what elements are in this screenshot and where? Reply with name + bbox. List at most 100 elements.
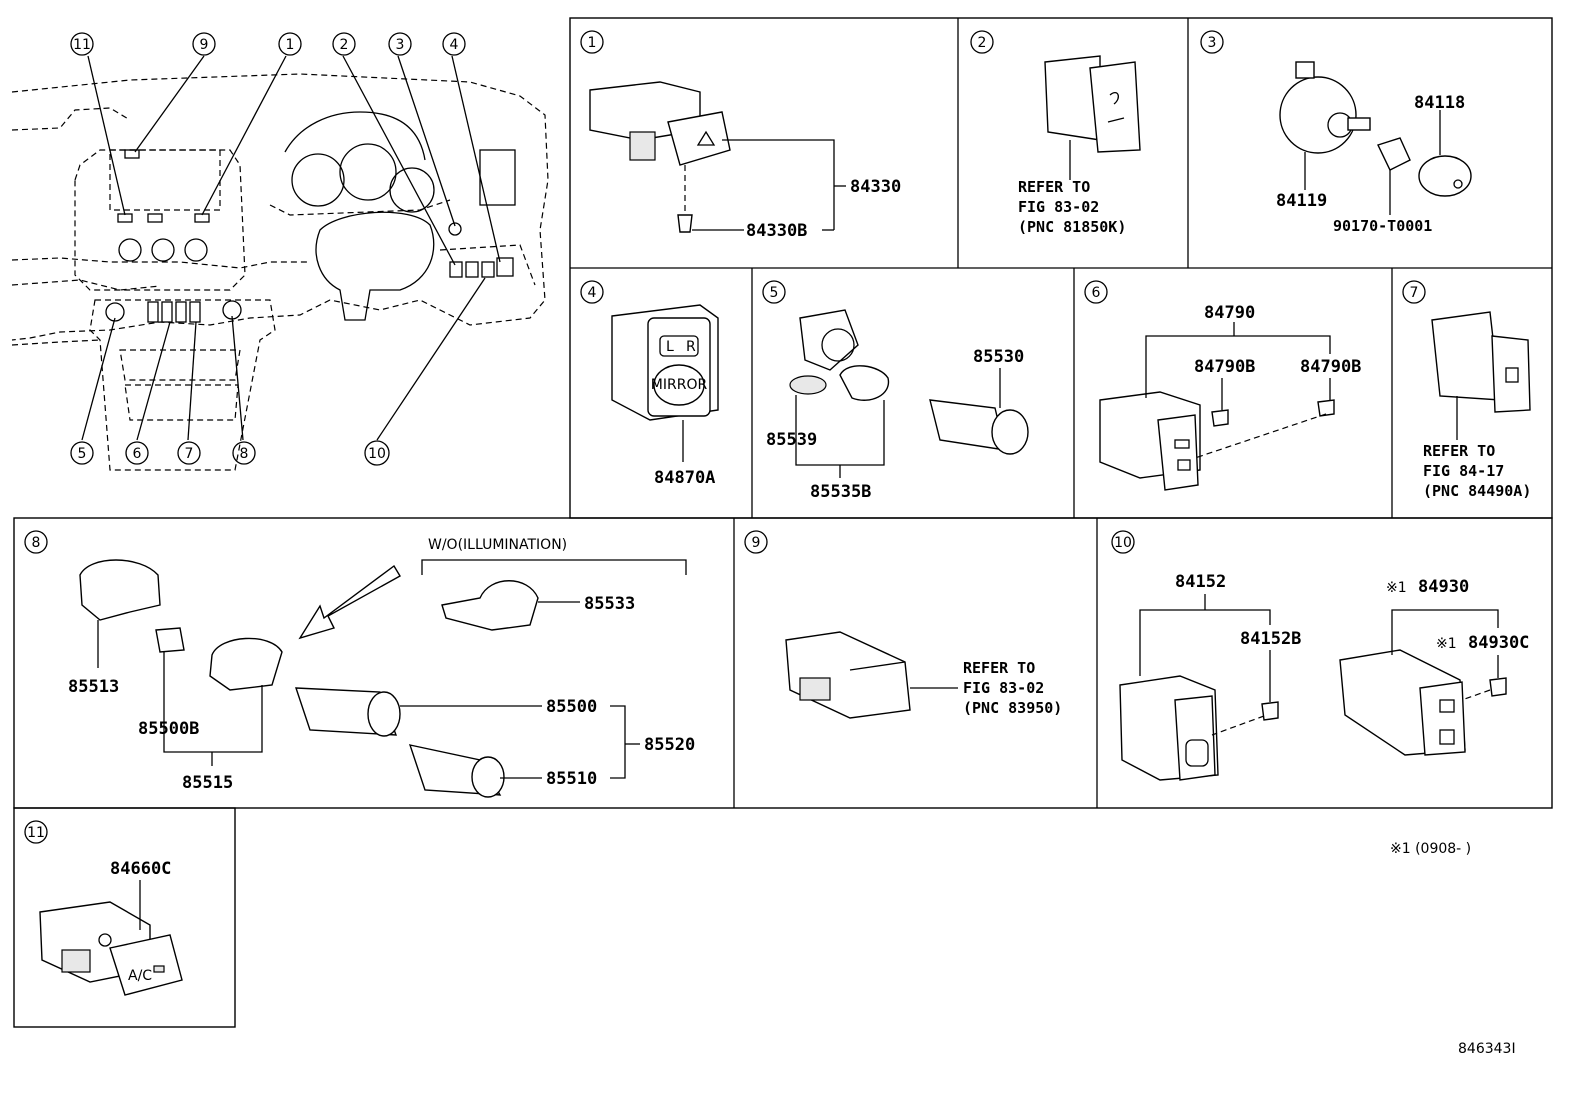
callout-4: 4 bbox=[442, 32, 466, 56]
callout-7: 7 bbox=[177, 441, 201, 465]
svg-text:REFER TO: REFER TO bbox=[1018, 178, 1090, 196]
part-84790b-b: 84790B bbox=[1300, 357, 1361, 377]
svg-text:1: 1 bbox=[286, 37, 295, 53]
direction-arrow bbox=[298, 564, 401, 640]
part-84870a: 84870A bbox=[654, 468, 715, 488]
panel-1: 1 84330 84330B bbox=[580, 30, 901, 241]
part-84152b: 84152B bbox=[1240, 629, 1301, 649]
switch-84152 bbox=[1119, 675, 1219, 781]
ac-switch: A/C bbox=[39, 901, 183, 996]
part-90170-t0001: 90170-T0001 bbox=[1333, 217, 1432, 235]
ring-85533 bbox=[441, 580, 539, 631]
svg-text:8: 8 bbox=[240, 446, 249, 462]
ring-85513 bbox=[79, 559, 161, 621]
part-84660c: 84660C bbox=[110, 859, 171, 879]
part-84330: 84330 bbox=[850, 177, 901, 197]
svg-text:L: L bbox=[666, 339, 674, 355]
callout-8: 8 bbox=[232, 441, 256, 465]
bulb-84790b-1 bbox=[1211, 409, 1229, 427]
variant-note: W/O(ILLUMINATION) bbox=[428, 537, 567, 553]
panel-5: 5 85530 85539 85535B bbox=[762, 280, 1029, 502]
svg-text:FIG 83-02: FIG 83-02 bbox=[1018, 198, 1099, 216]
part-84930: 84930 bbox=[1418, 577, 1469, 597]
switch-refer-84490a bbox=[1431, 311, 1531, 413]
svg-text:7: 7 bbox=[185, 446, 194, 462]
part-84152: 84152 bbox=[1175, 572, 1226, 592]
panel-10: 10 84152 84152B ※1 84930 ※1 84930C bbox=[1111, 530, 1529, 781]
part-85500b: 85500B bbox=[138, 719, 199, 739]
footnote: ※1 (0908- ) bbox=[1390, 841, 1471, 857]
svg-text:4: 4 bbox=[450, 37, 459, 53]
callout-6: 6 bbox=[125, 441, 149, 465]
part-85513: 85513 bbox=[68, 677, 119, 697]
svg-text:R: R bbox=[686, 339, 696, 355]
panel-borders bbox=[13, 17, 1553, 1028]
part-85515: 85515 bbox=[182, 773, 233, 793]
svg-text:FIG 83-02: FIG 83-02 bbox=[963, 679, 1044, 697]
svg-text:MIRROR: MIRROR bbox=[651, 377, 708, 393]
svg-text:(PNC 81850K): (PNC 81850K) bbox=[1018, 218, 1126, 236]
panel-7: 7 REFER TO FIG 84-17 (PNC 84490A) bbox=[1402, 280, 1531, 500]
panel-4: 4 L R MIRROR 84870A bbox=[580, 280, 719, 488]
svg-text:9: 9 bbox=[752, 535, 761, 551]
svg-text:FIG 84-17: FIG 84-17 bbox=[1423, 462, 1504, 480]
svg-text:11: 11 bbox=[73, 37, 91, 53]
svg-text:REFER TO: REFER TO bbox=[963, 659, 1035, 677]
part-85530: 85530 bbox=[973, 347, 1024, 367]
svg-text:3: 3 bbox=[396, 37, 405, 53]
callout-5: 5 bbox=[70, 441, 94, 465]
svg-text:※1: ※1 bbox=[1386, 580, 1407, 596]
bulb-84930c bbox=[1489, 677, 1507, 697]
svg-text:1: 1 bbox=[588, 35, 597, 51]
bulb-84330b bbox=[677, 214, 693, 233]
part-84118: 84118 bbox=[1414, 93, 1465, 113]
svg-text:8: 8 bbox=[32, 535, 41, 551]
part-84790b-a: 84790B bbox=[1194, 357, 1255, 377]
bulb-85500b bbox=[155, 627, 185, 653]
part-84930c: 84930C bbox=[1468, 633, 1529, 653]
switch-refer-83950 bbox=[785, 631, 911, 719]
bulb-84790b-2 bbox=[1317, 399, 1335, 417]
figure-id: 846343I bbox=[1458, 1041, 1516, 1057]
callout-1: 1 bbox=[278, 32, 302, 56]
svg-text:6: 6 bbox=[1092, 285, 1101, 301]
knob-84118 bbox=[1418, 155, 1472, 197]
callout-11: 11 bbox=[70, 32, 94, 56]
callout-9: 9 bbox=[192, 32, 216, 56]
part-85520: 85510 bbox=[546, 769, 597, 789]
svg-text:5: 5 bbox=[78, 446, 87, 462]
svg-text:2: 2 bbox=[978, 35, 987, 51]
nut-90170 bbox=[1377, 137, 1411, 171]
svg-text:10: 10 bbox=[1114, 535, 1132, 551]
part-85539: 85539 bbox=[766, 430, 817, 450]
svg-text:A/C: A/C bbox=[128, 968, 152, 984]
switch-refer-81850k bbox=[1044, 55, 1141, 153]
svg-text:6: 6 bbox=[133, 446, 142, 462]
hazard-switch bbox=[589, 81, 731, 166]
part-85510: 85500 bbox=[546, 697, 597, 717]
part-84790: 84790 bbox=[1204, 303, 1255, 323]
part-84330b: 84330B bbox=[746, 221, 807, 241]
panel-9: 9 REFER TO FIG 83-02 (PNC 83950) bbox=[744, 530, 1062, 719]
svg-text:(PNC 83950): (PNC 83950) bbox=[963, 699, 1062, 717]
panel-8: 8 W/O(ILLUMINATION) 85513 85500B 85515 8… bbox=[24, 530, 695, 798]
rheostat-84119 bbox=[1279, 61, 1371, 154]
part-84119: 84119 bbox=[1276, 191, 1327, 211]
panel-11: 11 A/C 84660C bbox=[24, 820, 183, 996]
bulb-84152b bbox=[1261, 701, 1279, 721]
svg-text:4: 4 bbox=[588, 285, 597, 301]
socket-85530 bbox=[929, 399, 1029, 455]
svg-text:REFER TO: REFER TO bbox=[1423, 442, 1495, 460]
svg-text:(PNC 84490A): (PNC 84490A) bbox=[1423, 482, 1531, 500]
part-85535b: 85535B bbox=[810, 482, 871, 502]
ring-85515 bbox=[209, 637, 283, 691]
svg-text:9: 9 bbox=[200, 37, 209, 53]
svg-text:2: 2 bbox=[340, 37, 349, 53]
callout-3: 3 bbox=[388, 32, 412, 56]
mirror-switch: L R MIRROR bbox=[611, 304, 719, 421]
part-85500: 85520 bbox=[644, 735, 695, 755]
svg-text:3: 3 bbox=[1208, 35, 1217, 51]
part-85533: 85533 bbox=[584, 594, 635, 614]
switch-84790 bbox=[1099, 391, 1201, 491]
